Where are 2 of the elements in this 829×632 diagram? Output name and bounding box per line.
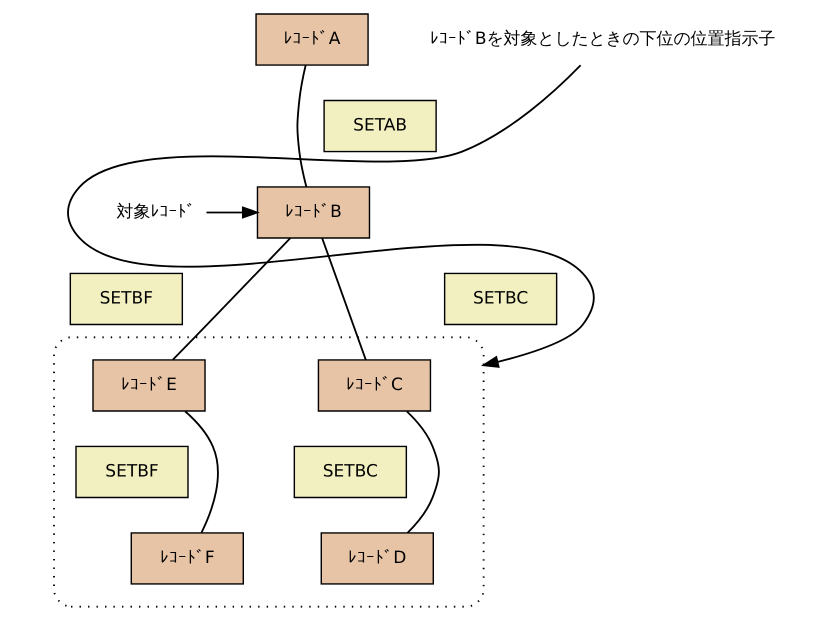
node-text: 対象ﾚｺｰﾄﾞ (116, 202, 196, 222)
node-text: ﾚｺｰﾄﾞBを対象としたときの下位の位置指示子 (430, 28, 776, 49)
